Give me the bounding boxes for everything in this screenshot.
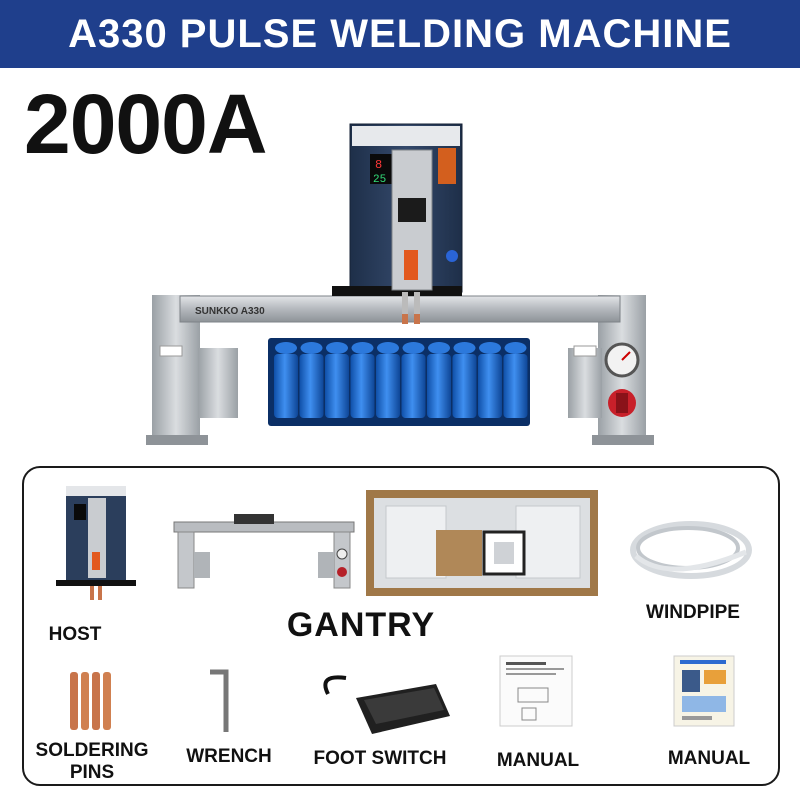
air-hose-icon bbox=[630, 521, 752, 579]
title-banner: A330 PULSE WELDING MACHINE bbox=[0, 0, 800, 68]
manual-label-2: MANUAL bbox=[667, 748, 751, 769]
battery-cell-top bbox=[275, 342, 297, 354]
packaging-box-icon bbox=[366, 490, 598, 596]
amperage-headline: 2000A bbox=[24, 77, 268, 171]
display-bottom-value: 25 bbox=[373, 174, 386, 186]
battery-cell bbox=[427, 354, 451, 418]
display-top-value: 8 bbox=[375, 158, 382, 172]
gantry-frame-icon bbox=[173, 514, 355, 589]
battery-cell bbox=[503, 354, 528, 418]
foot-switch-label: FOOT SWITCH bbox=[313, 748, 447, 769]
battery-cell-top bbox=[351, 342, 374, 354]
manual-booklet-icon bbox=[499, 655, 573, 727]
battery-cell-top bbox=[479, 342, 501, 354]
hex-wrench-icon bbox=[210, 669, 229, 732]
battery-cell-top bbox=[504, 342, 527, 354]
host-label: HOST bbox=[48, 624, 102, 645]
battery-cells bbox=[274, 342, 528, 418]
banner-title: A330 PULSE WELDING MACHINE bbox=[68, 11, 732, 56]
wrench-item bbox=[204, 668, 244, 736]
wrench-label: WRENCH bbox=[186, 746, 272, 767]
battery-cell bbox=[401, 354, 426, 418]
battery-cell bbox=[299, 354, 324, 418]
battery-cell bbox=[350, 354, 375, 418]
windpipe-item bbox=[628, 512, 754, 588]
hero-machine-illustration: SUNKKO A330 8 25 bbox=[0, 110, 800, 455]
package-contents-panel: HOST GANTRY bbox=[22, 466, 780, 786]
host-unit-icon bbox=[56, 486, 136, 600]
battery-cell-top bbox=[326, 342, 348, 354]
battery-cell bbox=[274, 354, 298, 418]
packaging-box-item bbox=[366, 490, 598, 596]
windpipe-label: WINDPIPE bbox=[646, 602, 740, 623]
battery-cell-top bbox=[453, 342, 476, 354]
foot-pedal-icon bbox=[323, 675, 450, 734]
battery-cell-top bbox=[377, 342, 399, 354]
battery-cell-top bbox=[300, 342, 323, 354]
foot-switch-item bbox=[316, 664, 460, 740]
manual-label-1: MANUAL bbox=[496, 750, 580, 771]
manual-booklet-item bbox=[498, 654, 574, 728]
gantry-label: GANTRY bbox=[286, 606, 436, 644]
manual-color-item bbox=[672, 654, 736, 728]
copper-pins-icon bbox=[70, 672, 111, 730]
battery-cell bbox=[325, 354, 349, 418]
welding-machine-icon: SUNKKO A330 8 25 bbox=[146, 123, 654, 445]
soldering-pins-item bbox=[68, 670, 114, 734]
battery-cell bbox=[478, 354, 502, 418]
battery-cell-top bbox=[428, 342, 450, 354]
soldering-pins-label: SOLDERING PINS bbox=[35, 740, 149, 783]
host-item bbox=[46, 482, 146, 606]
battery-cell-top bbox=[402, 342, 425, 354]
battery-cell bbox=[376, 354, 400, 418]
manual-color-icon bbox=[673, 655, 735, 727]
gantry-frame-item bbox=[170, 512, 358, 592]
battery-cell bbox=[452, 354, 477, 418]
gantry-brand-text: SUNKKO A330 bbox=[195, 306, 265, 317]
